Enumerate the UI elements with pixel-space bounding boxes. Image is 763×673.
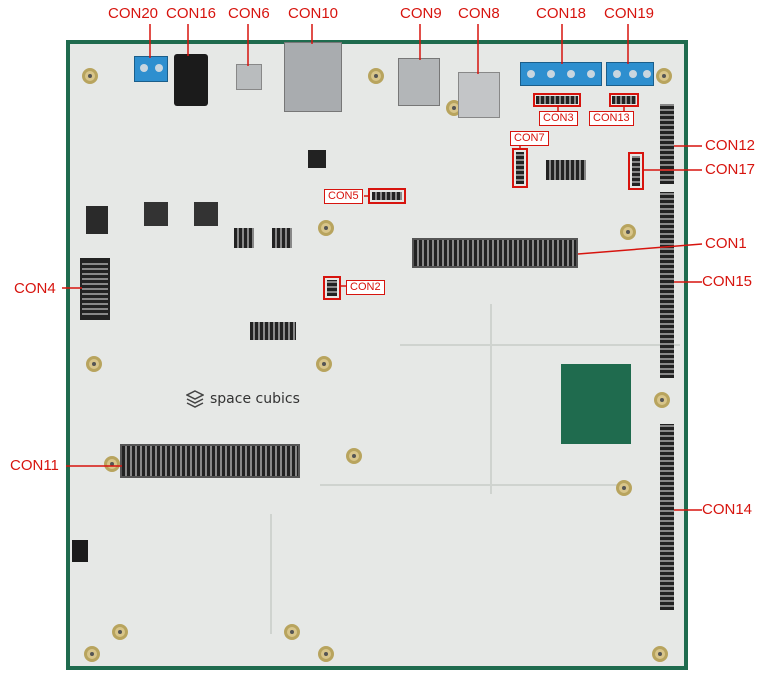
mounting-hole	[616, 480, 632, 496]
dip-switch	[86, 206, 108, 234]
trace	[320, 484, 620, 486]
logo-text: space cubics	[210, 391, 300, 407]
con7-header	[516, 152, 524, 184]
inductor	[144, 202, 168, 226]
mounting-hole	[318, 646, 334, 662]
con11-connector	[120, 444, 300, 478]
con5-header	[372, 192, 402, 200]
con9-hdmi	[398, 58, 440, 106]
label-con11: CON11	[10, 457, 59, 474]
con19-terminal	[606, 62, 654, 86]
mounting-hole	[82, 68, 98, 84]
trace	[490, 304, 492, 494]
pin-header	[272, 228, 292, 248]
con2-highlight	[323, 276, 341, 300]
con5-highlight	[368, 188, 406, 204]
header-small	[72, 540, 88, 562]
cube-logo-icon	[186, 390, 204, 408]
label-con5: CON5	[324, 189, 363, 204]
label-con4: CON4	[14, 280, 56, 297]
con7-highlight	[512, 148, 528, 188]
mounting-hole	[656, 68, 672, 84]
mounting-hole	[346, 448, 362, 464]
trace	[270, 514, 272, 634]
con8-sd-slot	[458, 72, 500, 118]
mounting-hole	[654, 392, 670, 408]
pcb-board	[70, 44, 684, 666]
mounting-hole	[104, 456, 120, 472]
mounting-hole	[368, 68, 384, 84]
label-con18: CON18	[536, 5, 587, 22]
con17-header	[632, 156, 640, 186]
con6-usb	[236, 64, 262, 90]
label-con12: CON12	[705, 137, 756, 154]
label-con2: CON2	[346, 280, 385, 295]
con12-header	[660, 104, 674, 184]
con4-header	[80, 258, 110, 320]
con10-ethernet	[284, 42, 342, 112]
label-con13: CON13	[589, 111, 634, 126]
con1-connector	[412, 238, 578, 268]
con15-header	[660, 192, 674, 378]
label-con7: CON7	[510, 131, 549, 146]
label-con19: CON19	[604, 5, 655, 22]
con3-header	[536, 96, 578, 104]
trace	[400, 344, 680, 346]
label-con15: CON15	[702, 273, 753, 290]
con20-terminal	[134, 56, 168, 82]
mounting-hole	[86, 356, 102, 372]
mounting-hole	[112, 624, 128, 640]
con16-dc-jack	[174, 54, 208, 106]
con14-header	[660, 424, 674, 610]
con18-terminal	[520, 62, 602, 86]
mounting-hole	[284, 624, 300, 640]
label-con20: CON20	[108, 5, 159, 22]
label-con9: CON9	[400, 5, 442, 22]
label-con1: CON1	[705, 235, 747, 252]
label-con17: CON17	[705, 161, 756, 178]
con13-highlight	[609, 93, 639, 107]
pin-header	[234, 228, 254, 248]
label-con6: CON6	[228, 5, 270, 22]
mounting-hole	[84, 646, 100, 662]
label-con14: CON14	[702, 501, 753, 518]
processor-chip	[308, 150, 326, 168]
green-window	[561, 364, 631, 444]
mounting-hole	[316, 356, 332, 372]
inductor	[194, 202, 218, 226]
pin-header	[250, 322, 296, 340]
con17-highlight	[628, 152, 644, 190]
label-con3: CON3	[539, 111, 578, 126]
pin-header	[546, 160, 586, 180]
mounting-hole	[318, 220, 334, 236]
mounting-hole	[620, 224, 636, 240]
con3-highlight	[533, 93, 581, 107]
space-cubics-logo: space cubics	[186, 390, 300, 408]
label-con8: CON8	[458, 5, 500, 22]
mounting-hole	[652, 646, 668, 662]
con2-header	[327, 280, 337, 296]
con13-header	[612, 96, 636, 104]
label-con16: CON16	[166, 5, 217, 22]
label-con10: CON10	[288, 5, 339, 22]
